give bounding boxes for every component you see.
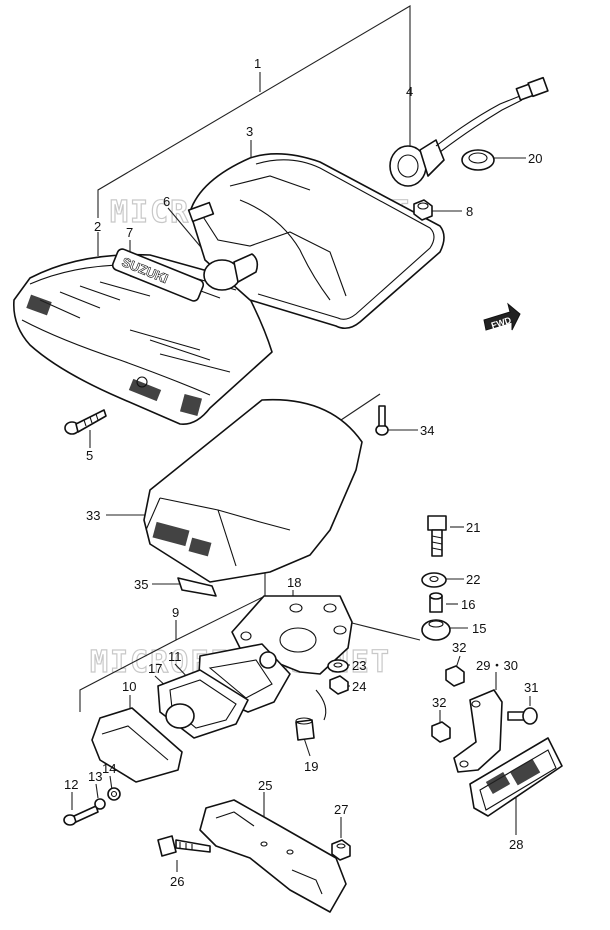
pad-35 (177, 577, 217, 597)
bolt-21 (427, 515, 447, 557)
callout-29-30: 29・30 (476, 658, 518, 673)
callout-26: 26 (170, 874, 184, 889)
nut-8 (413, 199, 433, 221)
washer-14 (107, 787, 121, 801)
bracket-29-30 (453, 689, 503, 773)
rear-lens (13, 253, 273, 425)
callout-16: 16 (461, 597, 475, 612)
nut-24 (329, 675, 349, 695)
callout-14: 14 (102, 761, 116, 776)
callout-5: 5 (86, 448, 93, 463)
callout-18: 18 (287, 575, 301, 590)
washer-22 (421, 572, 447, 588)
reflector-28 (469, 737, 563, 817)
callout-12: 12 (64, 777, 78, 792)
cover-33 (143, 398, 363, 583)
lamp-housing (187, 153, 445, 330)
washer-23 (327, 659, 349, 673)
callout-27: 27 (334, 802, 348, 817)
bolt-31 (507, 707, 538, 725)
plate-bracket-25 (199, 799, 347, 913)
grommet-19 (295, 717, 315, 741)
callout-3: 3 (246, 124, 253, 139)
nut-32a (445, 665, 465, 687)
callout-2: 2 (94, 219, 101, 234)
callout-32a: 32 (452, 640, 466, 655)
washer-13 (94, 798, 106, 810)
callout-32b: 32 (432, 695, 446, 710)
bulb (203, 253, 259, 291)
callout-20: 20 (528, 151, 542, 166)
callout-1: 1 (254, 56, 261, 71)
collar-16 (429, 592, 443, 613)
callout-35: 35 (134, 577, 148, 592)
bolt-26 (157, 835, 211, 857)
nut-32b (431, 721, 451, 743)
grommet (461, 149, 495, 171)
gasket-17 (157, 669, 249, 739)
callout-15: 15 (472, 621, 486, 636)
callout-4: 4 (406, 84, 413, 99)
fwd-arrow: FWD (483, 302, 521, 331)
callout-11: 11 (168, 649, 182, 664)
callout-10: 10 (122, 679, 136, 694)
callout-7: 7 (126, 225, 133, 240)
socket-harness (389, 76, 549, 187)
callout-31: 31 (524, 680, 538, 695)
callout-25: 25 (258, 778, 272, 793)
screw-5 (64, 409, 107, 435)
suzuki-emblem: SUZUKI (111, 248, 205, 302)
callout-33: 33 (86, 508, 100, 523)
callout-23: 23 (352, 658, 366, 673)
callout-19: 19 (304, 759, 318, 774)
screw-12 (63, 805, 99, 826)
callout-8: 8 (466, 204, 473, 219)
callout-21: 21 (466, 520, 480, 535)
callout-6: 6 (163, 194, 170, 209)
cushion-15 (421, 619, 451, 641)
screw-34 (375, 405, 389, 436)
callout-labels: 1 2 3 4 5 6 7 8 9 10 11 12 13 14 15 16 1… (64, 56, 542, 889)
nut-27 (331, 839, 351, 861)
lens-10 (91, 707, 183, 783)
wire-loop (315, 689, 327, 721)
callout-13: 13 (88, 769, 102, 784)
callout-9: 9 (172, 605, 179, 620)
callout-34: 34 (420, 423, 434, 438)
callout-28: 28 (509, 837, 523, 852)
callout-22: 22 (466, 572, 480, 587)
callout-24: 24 (352, 679, 366, 694)
callout-17: 17 (148, 661, 162, 676)
